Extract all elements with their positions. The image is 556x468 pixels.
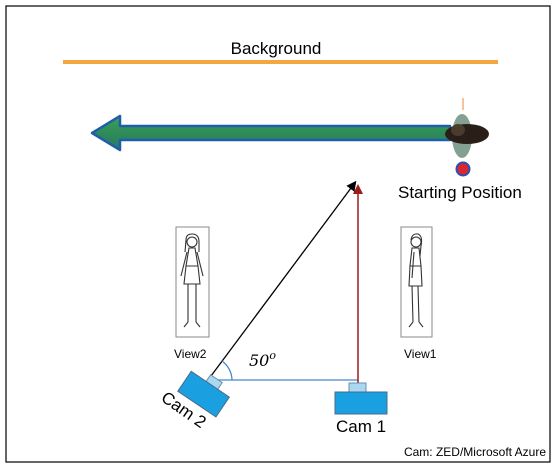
- motion-arrow: [90, 114, 452, 152]
- angle-arc: [221, 360, 233, 381]
- view1-label: View1: [404, 347, 437, 361]
- camera-footnote: Cam: ZED/Microsoft Azure: [404, 445, 546, 459]
- background-label: Background: [231, 39, 322, 58]
- view2-label: View2: [174, 347, 207, 361]
- cam1-label: Cam 1: [336, 417, 386, 436]
- cam2-camera-icon: [177, 370, 231, 418]
- starting-position-dot: [455, 161, 471, 177]
- starting-position-label: Starting Position: [398, 183, 522, 202]
- angle-value: 50: [249, 351, 269, 370]
- standing-figure-front-icon: [180, 233, 204, 328]
- angle-degree-mark: o: [269, 349, 276, 362]
- cam1-camera-icon: [334, 382, 388, 415]
- standing-figure-side-icon: [408, 233, 424, 328]
- angle-label: 50o: [249, 349, 276, 370]
- walking-person-icon: [445, 98, 489, 158]
- cam2-ray: [207, 180, 357, 381]
- view1-figure-box: [400, 226, 433, 338]
- diagram-frame: [5, 5, 551, 463]
- view2-figure-box: [175, 226, 210, 338]
